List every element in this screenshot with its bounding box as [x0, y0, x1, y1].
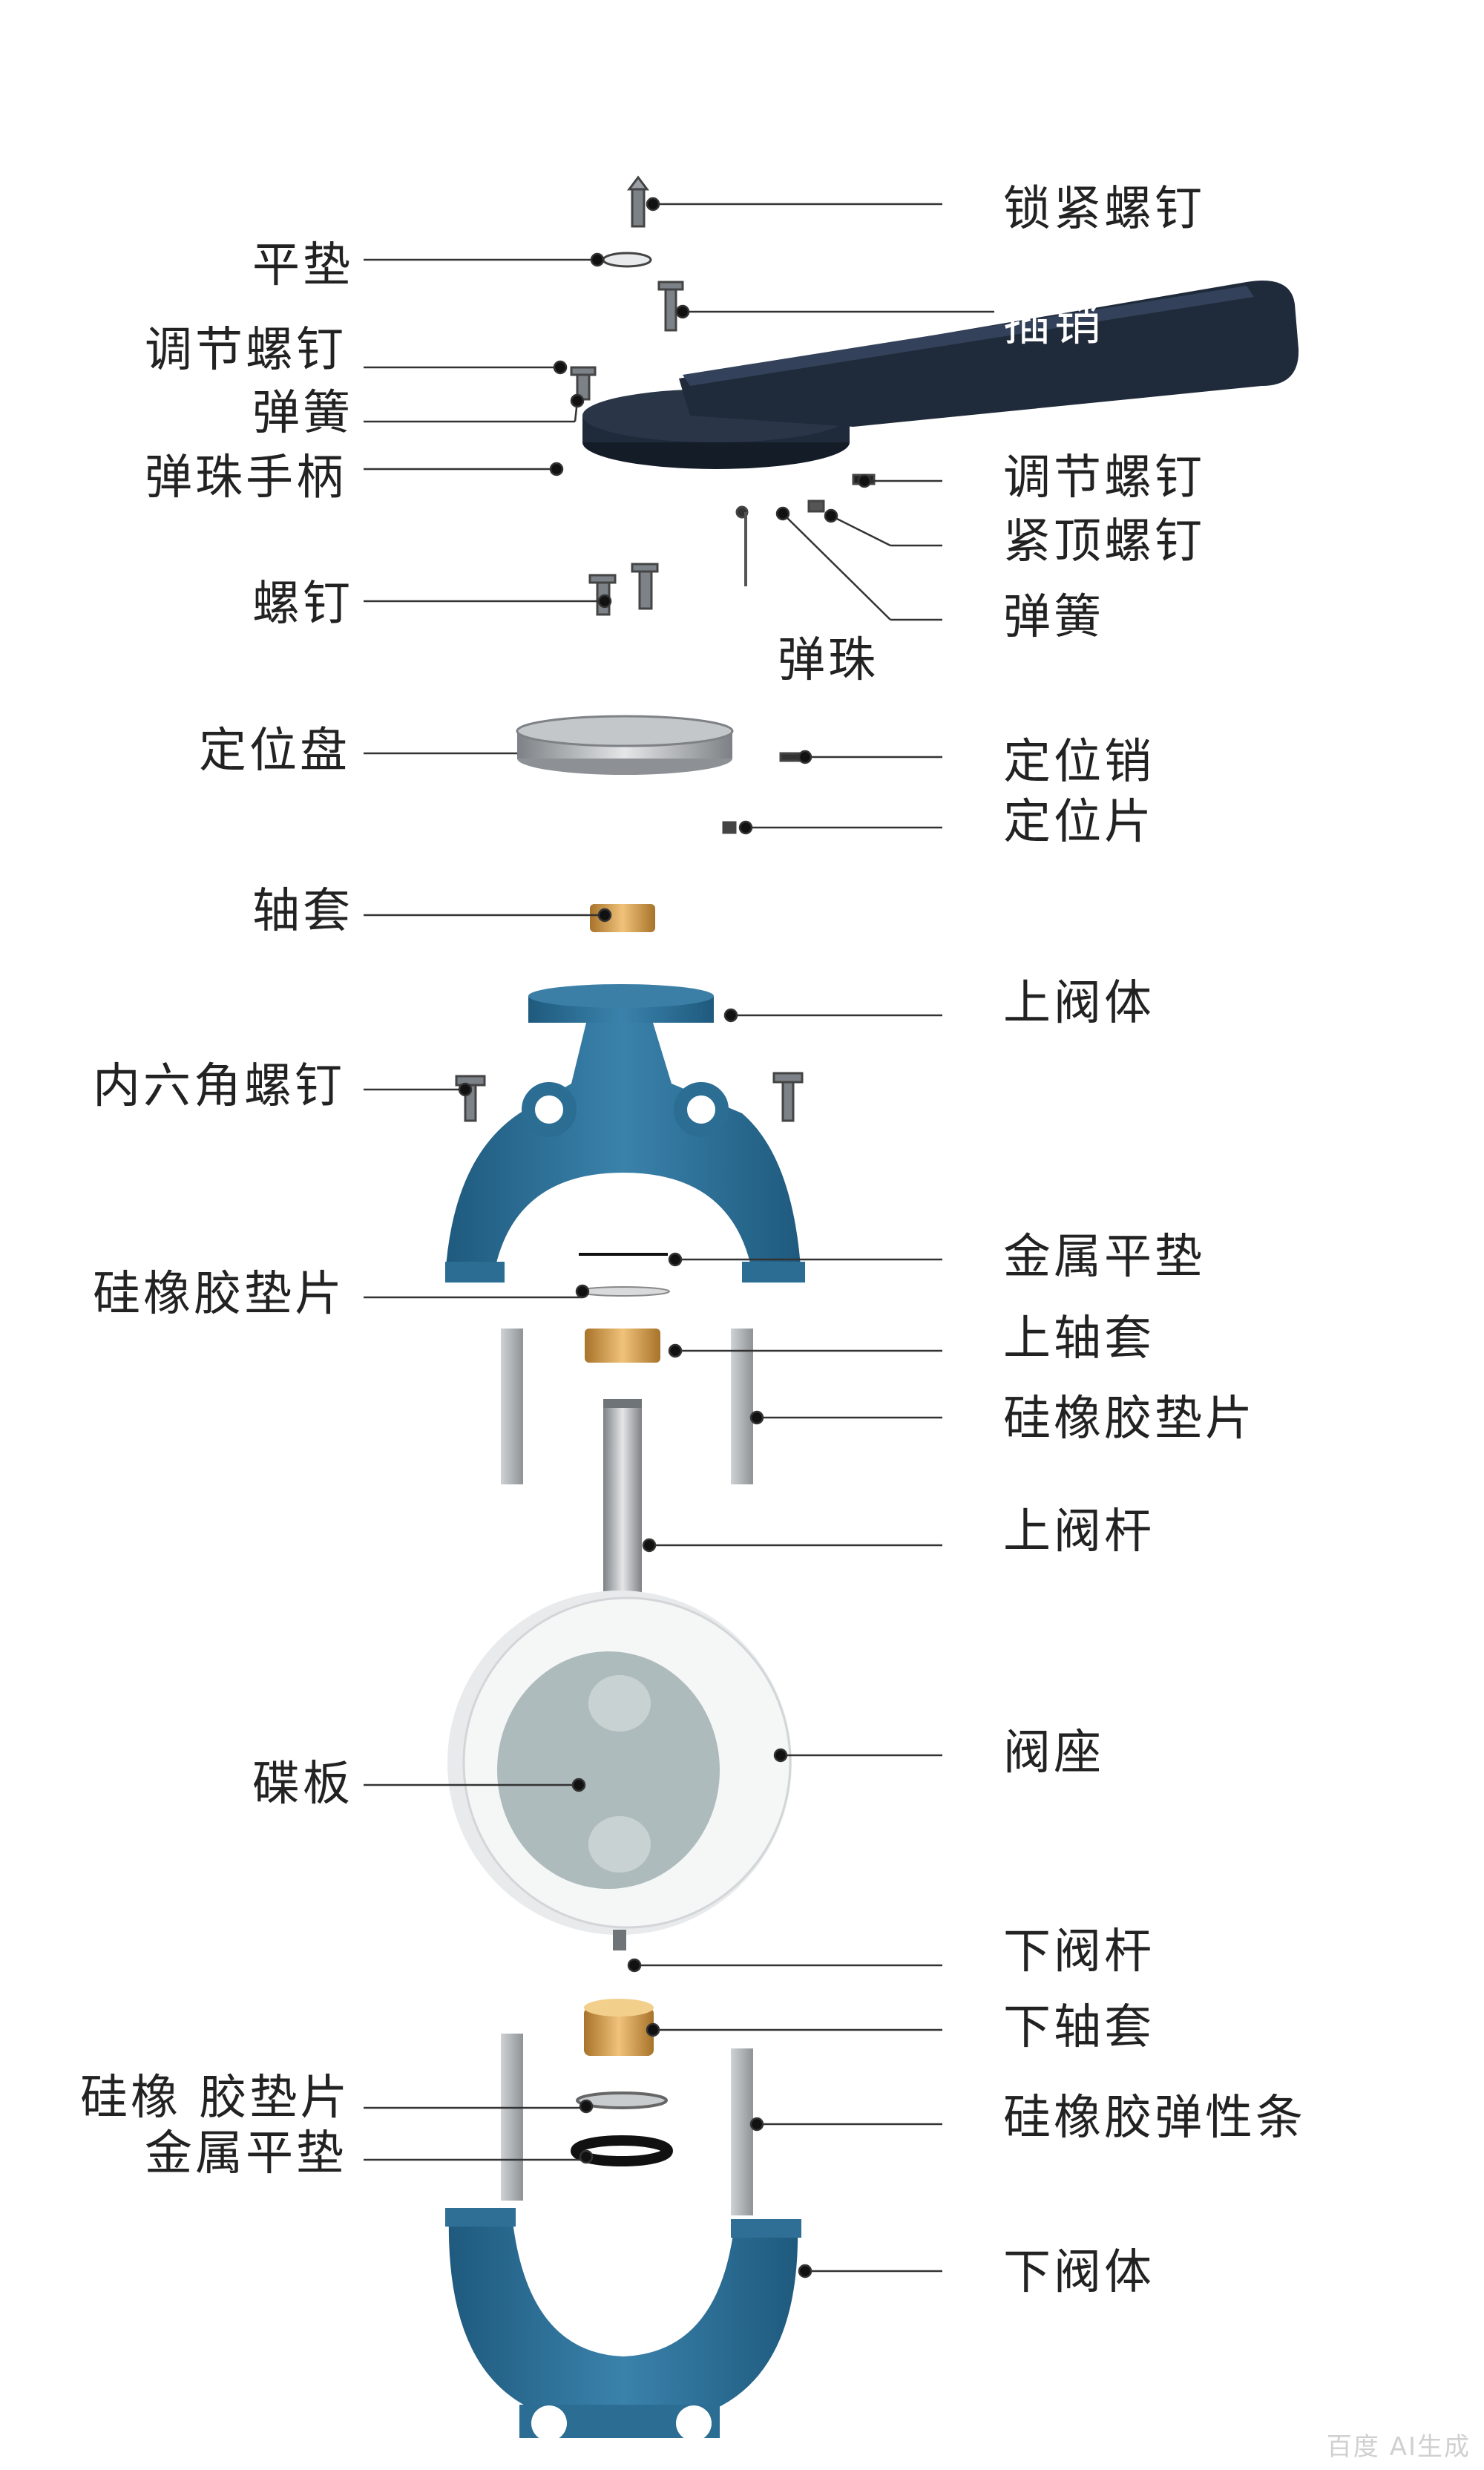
- label-upper-bushing: 上轴套: [1003, 1311, 1155, 1366]
- label-silicone-gasket-lower-left: 硅橡 胶垫片: [80, 2071, 351, 2126]
- label-metal-washer-lower-left: 金属平垫: [145, 2126, 347, 2181]
- label-silicone-gasket-upper-left: 硅橡胶垫片: [93, 1267, 345, 1322]
- label-pin: 插销: [1003, 297, 1104, 352]
- handle: [582, 281, 1299, 469]
- label-adjust-screw-left: 调节螺钉: [145, 323, 347, 378]
- label-ball-handle: 弹珠手柄: [145, 451, 347, 505]
- label-lower-stem: 下阀杆: [1003, 1924, 1155, 1979]
- label-metal-washer-right: 金属平垫: [1003, 1230, 1205, 1285]
- label-disc-plate: 碟板: [252, 1757, 353, 1812]
- label-locating-plate: 定位片: [1003, 795, 1155, 850]
- label-silicone-gasket-right: 硅橡胶垫片: [1003, 1392, 1255, 1447]
- label-lower-valve-body: 下阀体: [1003, 2245, 1155, 2300]
- label-ball: 弹珠: [778, 633, 879, 688]
- left-leaders: [364, 252, 612, 2164]
- label-bushing: 轴套: [252, 884, 353, 939]
- label-set-screw: 紧顶螺钉: [1003, 514, 1205, 569]
- label-spring-right: 弹簧: [1003, 590, 1104, 645]
- label-upper-stem: 上阀杆: [1003, 1504, 1155, 1559]
- label-adjust-screw-right: 调节螺钉: [1003, 451, 1205, 505]
- gaskets-upper: [501, 1253, 753, 1484]
- lower-valve-body: [445, 2208, 801, 2441]
- upper-stem: [603, 1399, 642, 1622]
- label-hex-socket-screw: 内六角螺钉: [93, 1059, 345, 1114]
- watermark: 百度 AI生成: [1326, 2432, 1471, 2462]
- label-valve-seat: 阀座: [1003, 1726, 1104, 1781]
- valve-seat: [447, 1591, 792, 1950]
- label-screw: 螺钉: [252, 577, 353, 632]
- positioning-disk: [516, 715, 734, 775]
- label-upper-valve-body: 上阀体: [1003, 976, 1155, 1031]
- upper-valve-body: [445, 984, 805, 1282]
- label-locating-pin: 定位销: [1003, 735, 1155, 790]
- label-spring-left: 弹簧: [252, 386, 353, 441]
- right-leaders: [627, 197, 994, 2279]
- label-lower-bushing: 下轴套: [1003, 2000, 1155, 2055]
- lower-parts: [501, 1999, 753, 2215]
- label-lock-screw: 锁紧螺钉: [1003, 182, 1205, 237]
- label-positioning-disk: 定位盘: [199, 724, 350, 779]
- label-silicone-elastic-strip: 硅橡胶弹性条: [1003, 2091, 1306, 2146]
- label-flat-washer-top: 平垫: [252, 238, 353, 293]
